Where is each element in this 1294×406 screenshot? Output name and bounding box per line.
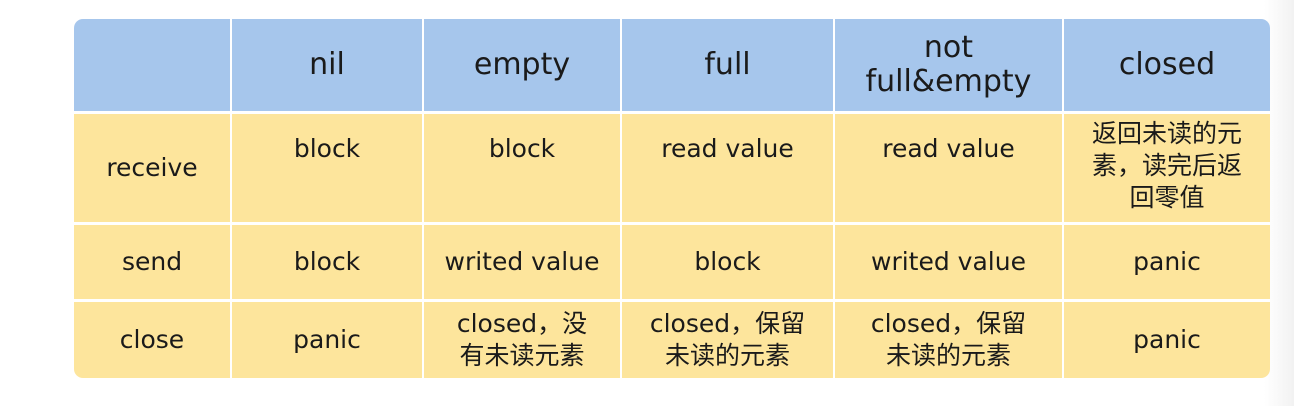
table-cell: block <box>424 114 620 222</box>
table-cell: writed value <box>835 225 1062 299</box>
table-cell: closed，保留 未读的元素 <box>835 302 1062 378</box>
header-corner-cell <box>74 19 230 111</box>
row-label: close <box>119 325 185 354</box>
table-cell: read value <box>835 114 1062 222</box>
cell-text: block <box>293 247 361 276</box>
header-label: nil <box>309 46 345 82</box>
table-cell: writed value <box>424 225 620 299</box>
cell-text-line: 未读的元素 <box>885 341 1011 370</box>
cell-text: block <box>293 134 361 163</box>
header-not-full-empty: not full&empty <box>835 19 1062 111</box>
cell-text: panic <box>293 325 361 354</box>
header-full: full <box>622 19 833 111</box>
row-label-send: send <box>74 225 230 299</box>
channel-operations-table: nil empty full not full&empty closed rec… <box>74 19 1270 378</box>
table-cell: 返回未读的元 素，读完后返 回零值 <box>1064 114 1270 222</box>
cell-text: read value <box>882 134 1015 163</box>
cell-text: block <box>694 247 761 276</box>
row-label: receive <box>106 153 198 182</box>
cell-text: block <box>488 134 556 163</box>
row-label: send <box>121 247 183 276</box>
row-label-close: close <box>74 302 230 378</box>
table-cell: block <box>622 225 833 299</box>
cell-text: writed value <box>871 247 1026 276</box>
cell-text-line: 素，读完后返 <box>1091 151 1242 180</box>
cell-text-line: closed，没 <box>456 309 588 338</box>
table-cell: panic <box>1064 225 1270 299</box>
table-cell: read value <box>622 114 833 222</box>
cell-text-line: 回零值 <box>1129 183 1205 212</box>
cell-text-line: closed，保留 <box>870 309 1027 338</box>
cell-text-line: 有未读元素 <box>459 341 585 370</box>
table-cell: block <box>232 114 422 222</box>
header-label-line: not <box>923 29 974 65</box>
cell-text: read value <box>661 134 794 163</box>
table-cell: closed，保留 未读的元素 <box>622 302 833 378</box>
table-cell: block <box>232 225 422 299</box>
cell-text-line: closed，保留 <box>649 309 806 338</box>
table-cell: panic <box>1064 302 1270 378</box>
table-cell: panic <box>232 302 422 378</box>
header-empty: empty <box>424 19 620 111</box>
cell-text: panic <box>1133 247 1201 276</box>
cell-text: panic <box>1133 325 1201 354</box>
header-label: closed <box>1118 46 1216 82</box>
row-label-receive: receive <box>74 114 230 222</box>
cell-text-line: 未读的元素 <box>664 341 790 370</box>
header-label-line: full&empty <box>865 64 1032 99</box>
header-label: full <box>704 46 751 82</box>
header-closed: closed <box>1064 19 1270 111</box>
table-cell: closed，没 有未读元素 <box>424 302 620 378</box>
header-label: empty <box>473 46 571 82</box>
cell-text: writed value <box>444 247 600 276</box>
header-nil: nil <box>232 19 422 111</box>
cell-text-line: 返回未读的元 <box>1091 119 1242 148</box>
